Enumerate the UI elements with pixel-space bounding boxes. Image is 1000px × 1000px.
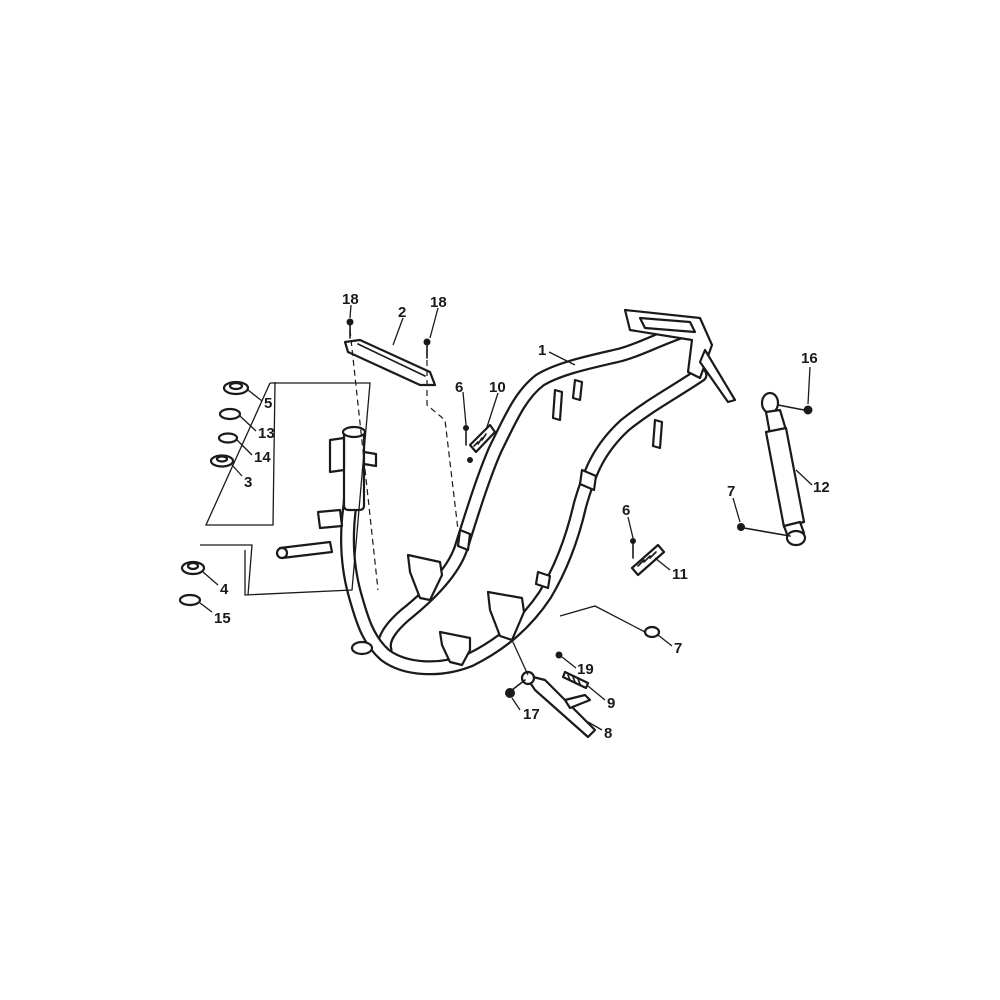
label-15: 15 <box>214 610 231 627</box>
bracket-plate <box>343 338 437 387</box>
label-2: 2 <box>398 304 406 321</box>
spring-10 <box>463 423 497 463</box>
label-16: 16 <box>801 350 818 367</box>
dashed-alignment <box>349 329 459 591</box>
label-11: 11 <box>672 566 688 583</box>
main-frame <box>275 308 737 676</box>
label-13: 13 <box>258 425 275 442</box>
spring-11 <box>630 538 666 577</box>
label-6-lower: 6 <box>622 502 630 519</box>
label-12: 12 <box>813 479 830 496</box>
label-4: 4 <box>220 581 229 598</box>
label-10: 10 <box>489 379 506 396</box>
label-14: 14 <box>254 449 271 466</box>
label-7-upper: 7 <box>727 483 735 500</box>
callout-labels: 1 2 18 18 5 13 14 3 4 15 6 10 6 11 16 12… <box>214 291 830 742</box>
label-19: 19 <box>577 661 594 678</box>
side-stand <box>505 639 597 739</box>
leader-lines <box>199 304 813 731</box>
label-7-lower: 7 <box>674 640 682 657</box>
label-9: 9 <box>607 695 615 712</box>
shock-absorber <box>737 391 813 547</box>
label-6-upper: 6 <box>455 379 463 396</box>
nut-7-lower <box>559 605 661 639</box>
label-1: 1 <box>538 342 546 359</box>
label-17: 17 <box>523 706 540 723</box>
label-18-left: 18 <box>342 291 359 308</box>
bearing-stack-upper <box>209 380 250 468</box>
bearing-stack-lower <box>178 560 206 607</box>
label-8: 8 <box>604 725 612 742</box>
label-3: 3 <box>244 474 252 491</box>
label-5: 5 <box>264 395 272 412</box>
label-18-right: 18 <box>430 294 447 311</box>
group-outlines <box>200 381 371 596</box>
